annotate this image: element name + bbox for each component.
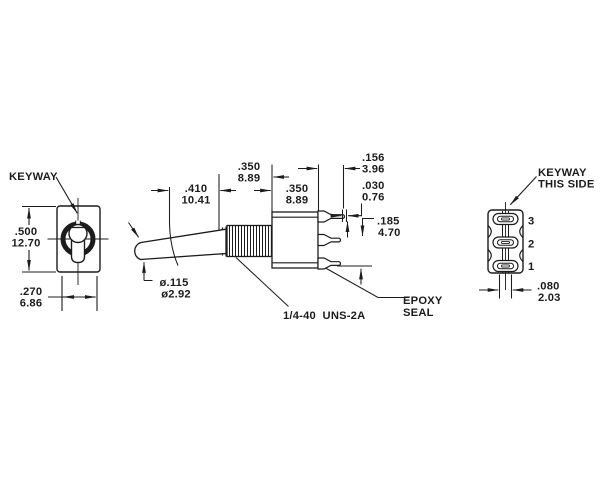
epoxy-leader — [325, 267, 409, 299]
front-height-mm: 12.70 — [12, 238, 41, 250]
front-height-dimension — [22, 205, 56, 273]
lever-arc-extension — [168, 187, 179, 266]
lever-tip-arrow — [128, 222, 140, 238]
side-view-drawing — [128, 164, 409, 307]
rear-view-drawing — [479, 176, 537, 299]
front-height-inches: .500 — [15, 226, 38, 238]
dim-030-ticks — [341, 209, 348, 222]
thread-spec-label: 1/4-40 UNS-2A — [283, 310, 365, 322]
rear-slot-dimension — [479, 274, 532, 299]
epoxy-seal-label-line2: SEAL — [403, 307, 434, 319]
front-width-inches: .270 — [20, 286, 43, 298]
terminal-spacing-mm: 4.70 — [378, 227, 401, 239]
switch-body — [271, 211, 319, 269]
rear-keyway-label-line1: KEYWAY — [538, 167, 587, 179]
terminal-top — [317, 210, 345, 223]
dimension-labels: KEYWAY .500 12.70 .270 6.86 .410 10.41 .… — [9, 152, 595, 322]
body-width-mm: 8.89 — [286, 195, 309, 207]
rear-slot-width-mm: 2.03 — [538, 292, 561, 304]
rear-keyway-leader — [509, 176, 537, 206]
rear-terminal-label-1: 1 — [528, 261, 534, 273]
front-lever-tip — [68, 223, 88, 244]
rear-terminal-label-2: 2 — [528, 239, 534, 251]
front-width-dimension — [48, 276, 98, 311]
lever-length-inches: .410 — [185, 183, 208, 195]
rear-terminal-1 — [492, 259, 519, 273]
rear-keyway-label-line2: THIS SIDE — [538, 179, 595, 191]
terminal-spacing-inches: .185 — [377, 216, 400, 228]
thread-leader — [235, 257, 289, 307]
switch-body-seams — [272, 216, 318, 264]
epoxy-seal-label-line1: EPOXY — [403, 295, 443, 307]
thread-lines — [229, 225, 269, 257]
rear-terminal-label-3: 3 — [528, 216, 534, 228]
rear-side-scallops — [487, 225, 524, 262]
terminal-length-inches: .156 — [362, 152, 385, 164]
bushing-length-inches: .350 — [238, 161, 261, 173]
terminal-length-mm: 3.96 — [362, 164, 385, 176]
lever-tip-diameter-mm: ø2.92 — [161, 289, 191, 301]
bushing-length-mm: 8.89 — [238, 173, 261, 185]
front-view-drawing — [22, 176, 109, 311]
terminal-thickness-inches: .030 — [362, 180, 385, 192]
ext-lines-top — [218, 164, 345, 230]
keyway-leader-arrow — [55, 176, 78, 214]
body-width-inches: .350 — [286, 183, 309, 195]
front-width-mm: 6.86 — [20, 298, 43, 310]
toggle-lever — [134, 228, 227, 261]
lever-tip-diameter-inches: ø.115 — [160, 277, 189, 289]
front-keyway-label: KEYWAY — [9, 171, 58, 183]
terminal-bottom — [317, 257, 341, 270]
dim-185-bracket — [360, 217, 374, 237]
terminal-middle — [317, 233, 341, 247]
terminal-thickness-mm: 0.76 — [362, 192, 385, 204]
rear-body-outline — [487, 209, 524, 274]
rear-terminal-2 — [492, 236, 519, 249]
lever-length-mm: 10.41 — [182, 195, 211, 207]
rear-terminal-3 — [492, 212, 519, 226]
rear-slot-width-inches: .080 — [537, 281, 560, 293]
dim-030-right-arrow — [347, 203, 363, 218]
dim-115-leader — [144, 262, 153, 282]
threaded-bushing — [226, 224, 273, 258]
front-body-outline — [56, 205, 101, 273]
